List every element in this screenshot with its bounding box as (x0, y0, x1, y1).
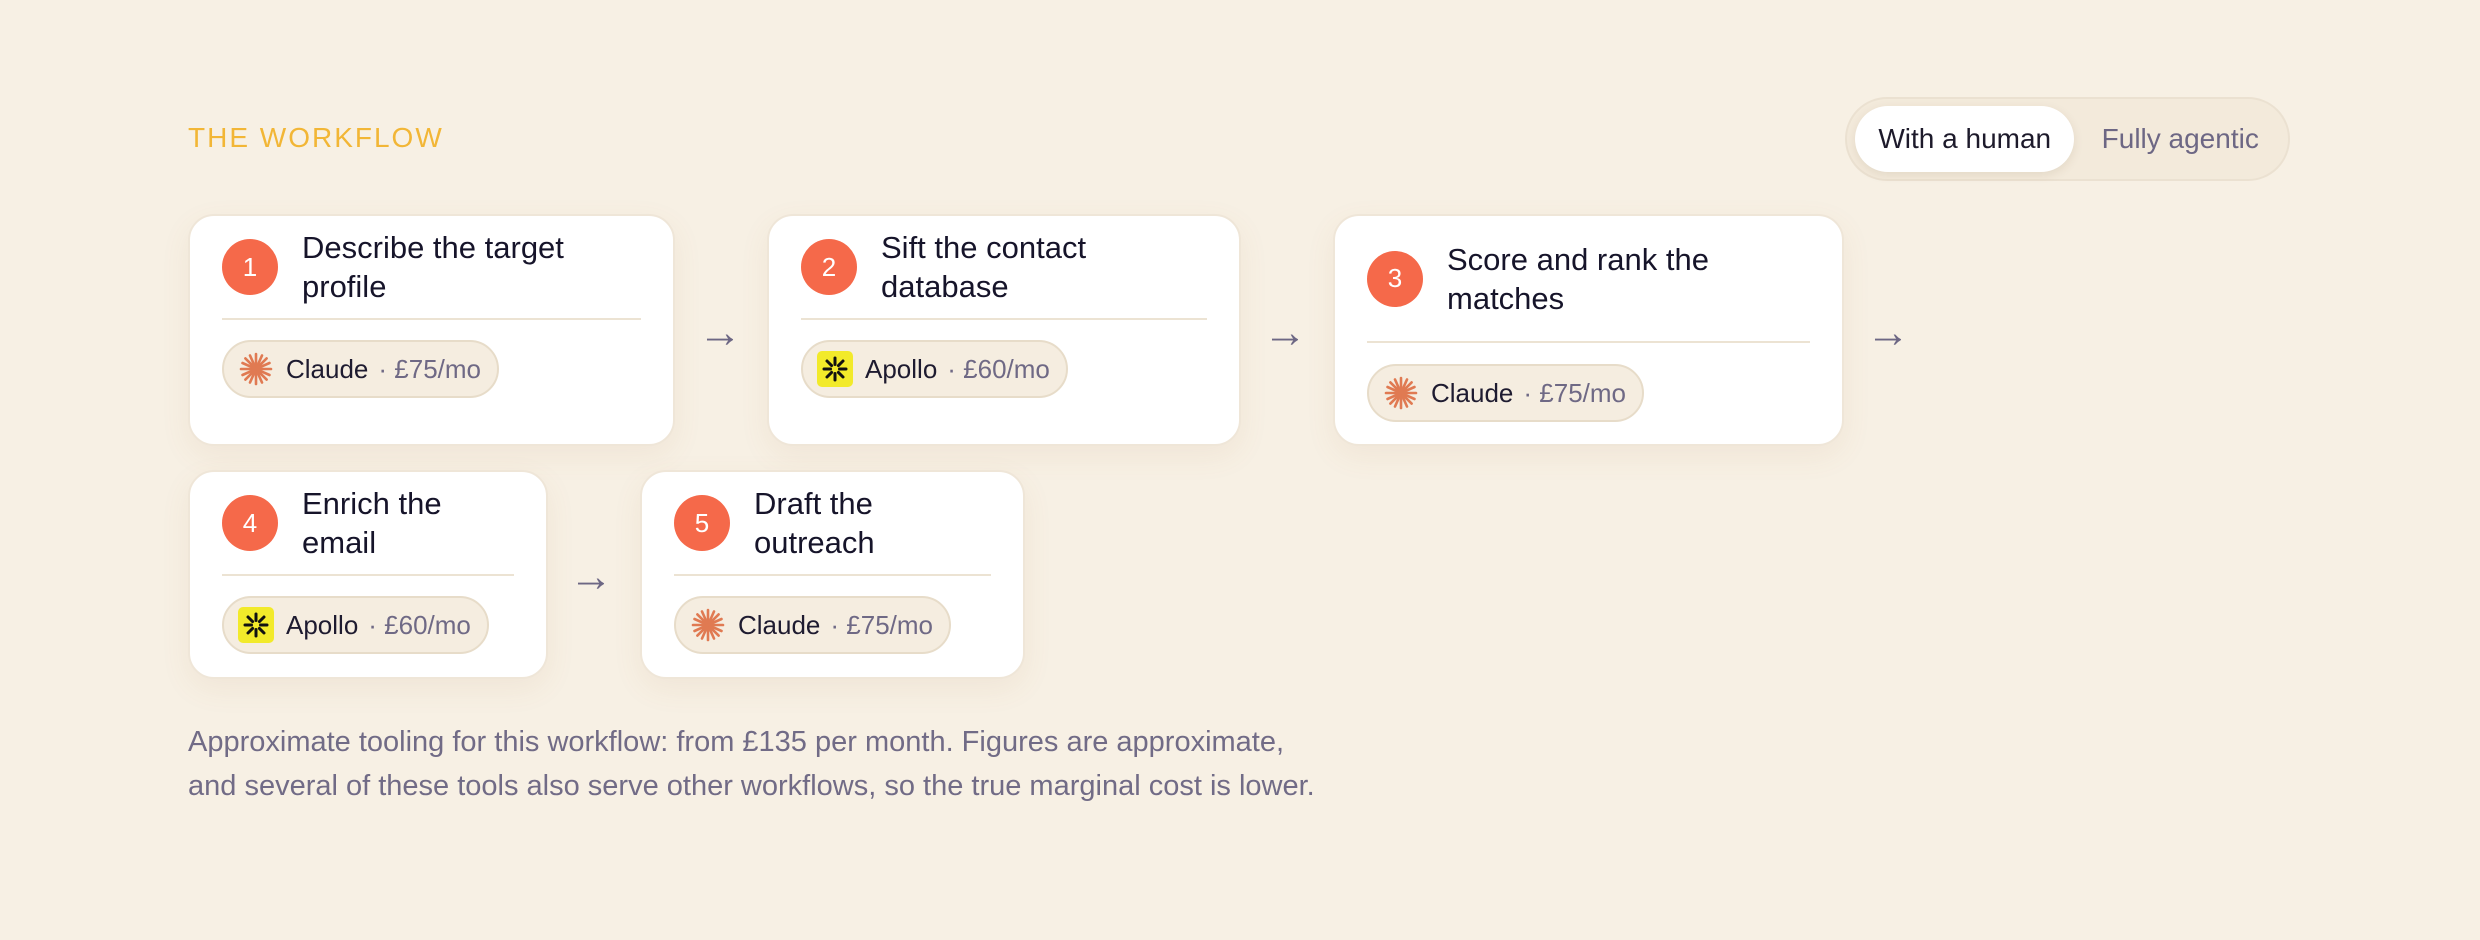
flow-arrow: → (1263, 308, 1307, 357)
step-card-2: 2 Sift the contact database Apollo · £60… (767, 214, 1241, 446)
step-number-badge: 2 (801, 239, 857, 295)
tool-price: · £75/mo (1523, 377, 1627, 408)
mode-toggle[interactable]: With a human Fully agentic (1845, 97, 2290, 181)
tool-chip: Claude · £75/mo (1367, 364, 1645, 422)
claude-starburst-icon (238, 351, 274, 387)
step-card-3: 3 Score and rank the matches Claude · £7… (1333, 214, 1844, 446)
cost-footnote: Approximate tooling for this workflow: f… (188, 726, 1315, 802)
step-header: 1 Describe the target profile (222, 216, 641, 320)
tool-price: · £75/mo (830, 609, 934, 640)
step-title: Sift the contact database (881, 230, 1087, 304)
tool-price: · £60/mo (947, 353, 1050, 384)
apollo-logo-icon (238, 607, 274, 643)
tool-chip: Apollo · £60/mo (222, 596, 489, 654)
tool-name: Claude (738, 609, 821, 640)
step-header: 2 Sift the contact database (801, 216, 1207, 320)
step-number-badge: 3 (1367, 250, 1423, 307)
flow-arrow: → (569, 552, 613, 601)
step-number-badge: 5 (674, 495, 730, 551)
tool-name: Claude (1431, 377, 1514, 408)
step-number-badge: 4 (222, 495, 278, 551)
step-title: Draft the outreach (754, 486, 875, 560)
tool-name: Claude (286, 353, 369, 384)
flow-arrow: → (1866, 308, 1910, 357)
step-title: Enrich the email (302, 486, 442, 560)
tool-name: Apollo (286, 609, 359, 640)
step-card-1: 1 Describe the target profile Claude · £… (188, 214, 675, 446)
tool-price: · £60/mo (368, 609, 471, 640)
step-card-4: 4 Enrich the email Apollo · £60/mo (188, 470, 548, 679)
step-card-5: 5 Draft the outreach Claude · £75/mo (640, 470, 1025, 679)
section-eyebrow: THE WORKFLOW (188, 122, 444, 153)
step-number-badge: 1 (222, 239, 278, 295)
step-header: 4 Enrich the email (222, 472, 514, 576)
claude-starburst-icon (1383, 375, 1419, 411)
claude-starburst-icon (690, 607, 726, 643)
tool-price: · £75/mo (378, 353, 482, 384)
tool-chip: Apollo · £60/mo (801, 340, 1068, 398)
apollo-logo-icon (817, 351, 853, 387)
tool-name: Apollo (865, 353, 938, 384)
step-title: Describe the target profile (302, 230, 564, 304)
step-header: 3 Score and rank the matches (1367, 216, 1810, 343)
step-title: Score and rank the matches (1447, 241, 1709, 316)
toggle-with-human[interactable]: With a human (1855, 106, 2075, 172)
tool-chip: Claude · £75/mo (674, 596, 952, 654)
toggle-fully-agentic[interactable]: Fully agentic (2101, 123, 2259, 154)
step-header: 5 Draft the outreach (674, 472, 991, 576)
flow-arrow: → (698, 308, 742, 357)
tool-chip: Claude · £75/mo (222, 340, 500, 398)
